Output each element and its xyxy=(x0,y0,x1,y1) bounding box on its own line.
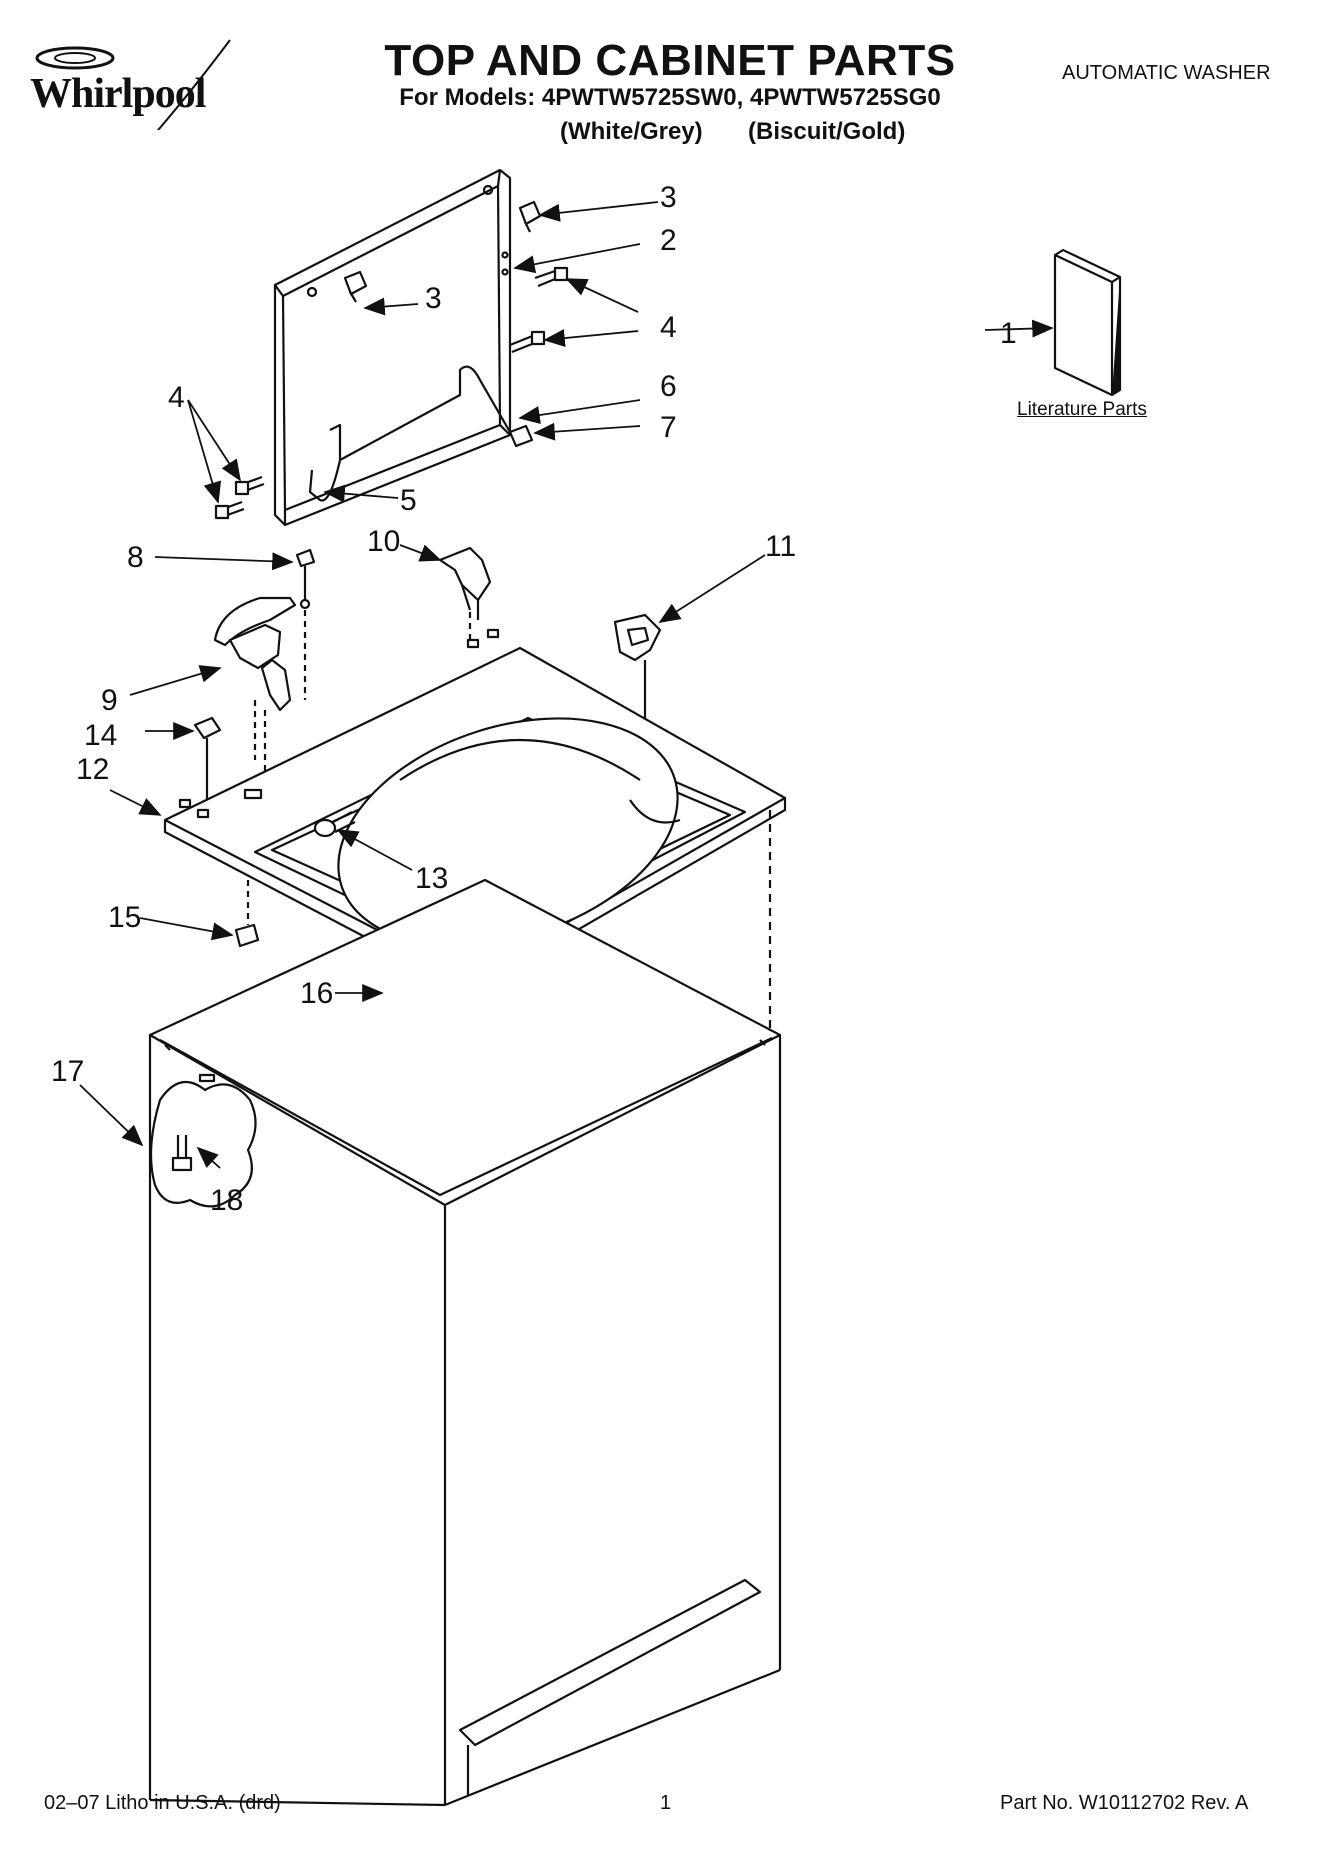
callout-3-upper: 3 xyxy=(660,181,677,214)
literature-parts-caption: Literature Parts xyxy=(1017,399,1147,420)
callout-15: 15 xyxy=(108,901,141,934)
cutaway-screw-18 xyxy=(149,1080,257,1208)
callout-7: 7 xyxy=(660,411,677,444)
lid-frame xyxy=(273,168,512,527)
screws-4-left xyxy=(214,475,265,520)
callout-13: 13 xyxy=(415,862,448,895)
callout-3-lower: 3 xyxy=(425,282,442,315)
literature-booklet xyxy=(1053,248,1122,397)
hinge-bracket-7 xyxy=(508,424,534,448)
whirlpool-logo: Whirlpool xyxy=(30,39,231,130)
grommet-15 xyxy=(234,880,260,948)
callout-17: 17 xyxy=(51,1055,84,1088)
print-info: 02–07 Litho in U.S.A. (drd) xyxy=(44,1792,281,1814)
callout-16: 16 xyxy=(300,977,333,1010)
part-number: Part No. W10112702 Rev. A xyxy=(1000,1792,1249,1814)
clip-10 xyxy=(438,546,492,640)
callout-5: 5 xyxy=(400,484,417,517)
variant-biscuit-gold: (Biscuit/Gold) xyxy=(748,118,906,145)
spacer-14 xyxy=(193,716,222,800)
page-number: 1 xyxy=(660,1792,672,1814)
cabinet xyxy=(148,878,782,1807)
page-title: TOP AND CABINET PARTS xyxy=(384,36,956,85)
callout-18: 18 xyxy=(210,1184,243,1217)
callout-1: 1 xyxy=(1000,317,1017,350)
callout-12: 12 xyxy=(76,753,109,786)
callout-11: 11 xyxy=(765,530,796,563)
top-panel xyxy=(163,628,787,994)
bumper-3-lower xyxy=(343,270,368,303)
screw-8 xyxy=(295,548,316,700)
bumper-3-upper xyxy=(518,200,542,233)
variant-white-grey: (White/Grey) xyxy=(560,118,703,145)
callout-9: 9 xyxy=(101,684,118,717)
brand-name: Whirlpool xyxy=(30,71,206,117)
callout-10: 10 xyxy=(367,525,400,558)
callout-8: 8 xyxy=(127,541,144,574)
models-line: For Models: 4PWTW5725SW0, 4PWTW5725SG0 xyxy=(399,84,941,111)
screws-4-right xyxy=(509,266,569,354)
callout-14: 14 xyxy=(84,719,117,752)
product-type: AUTOMATIC WASHER xyxy=(1062,62,1271,84)
lid-switch-9 xyxy=(213,596,297,780)
callout-labels: 1 2 3 3 4 4 4 5 6 7 8 9 10 11 12 13 14 1… xyxy=(51,181,1017,1217)
callout-6: 6 xyxy=(660,370,677,403)
callout-4-left: 4 xyxy=(168,381,185,414)
logo-swoosh xyxy=(35,39,231,130)
callout-4-right: 4 xyxy=(660,311,677,344)
callout-2: 2 xyxy=(660,224,677,257)
